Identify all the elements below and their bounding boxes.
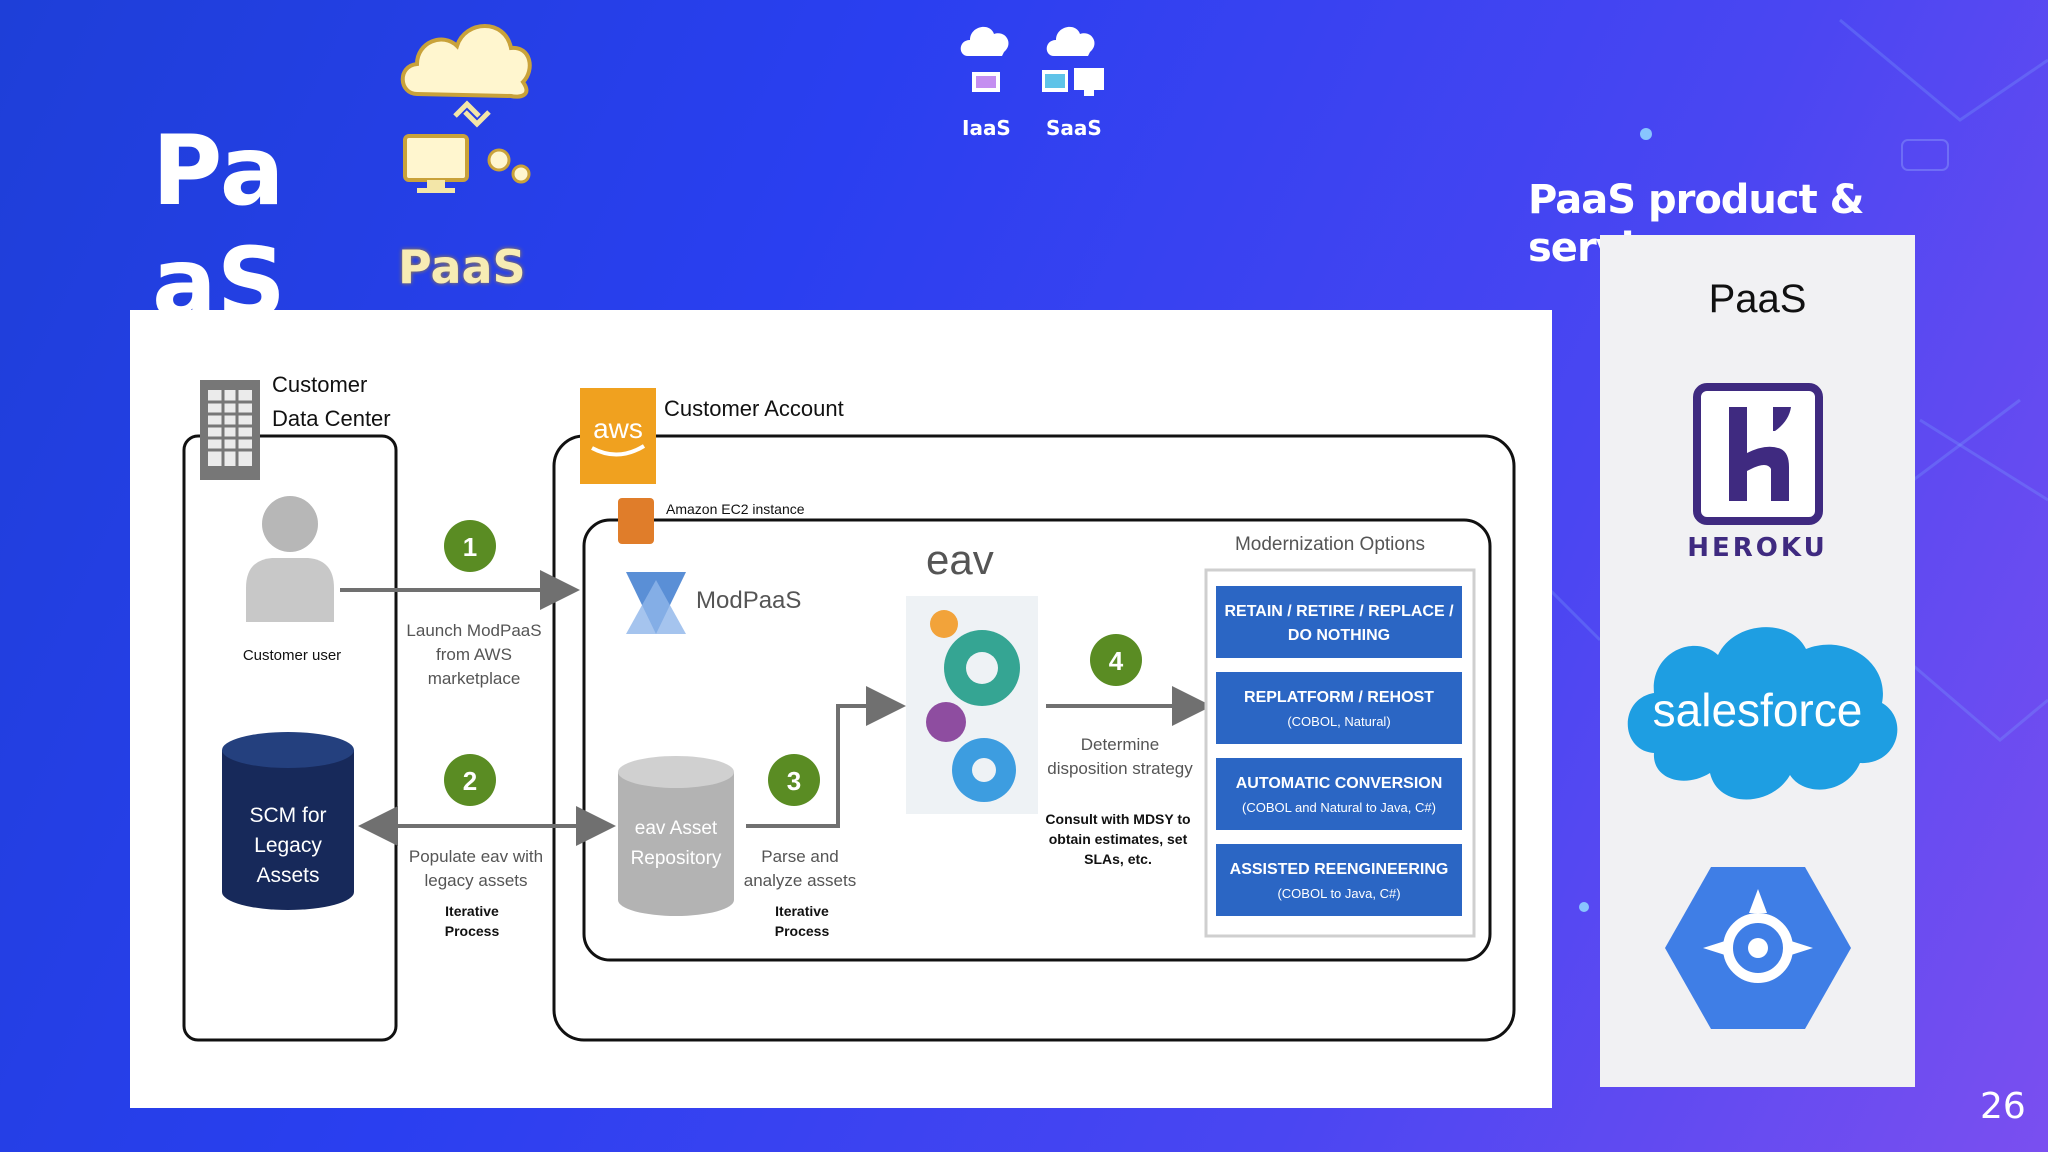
option-3-title: AUTOMATIC CONVERSION (1236, 775, 1443, 792)
step-1-badge (444, 520, 496, 572)
products-panel: PaaS HEROKU salesforce (1600, 235, 1915, 1087)
ec2-icon (618, 498, 654, 544)
diagram-step2: 2 (463, 766, 477, 796)
customer-account-box (552, 434, 1516, 1042)
slide-number: 26 (1980, 1086, 2026, 1127)
ec2-box (582, 518, 1492, 962)
step2-iter1: Iterative (445, 903, 499, 919)
page-title: PaaS (152, 115, 286, 339)
step1-line1: Launch ModPaaS (406, 621, 541, 640)
option-2-subtitle: (COBOL, Natural) (1287, 714, 1390, 729)
repository-icon (618, 756, 734, 916)
step1-line2: from AWS (436, 645, 512, 664)
scm-line-2: Legacy (254, 834, 322, 857)
salesforce-icon (1627, 627, 1898, 800)
customer-account-label: Customer Account (664, 396, 844, 421)
step4-line1: Determine (1081, 735, 1159, 754)
diagram-step1: 1 (463, 532, 477, 562)
gears-icon (487, 148, 531, 184)
step4-line2: disposition strategy (1047, 759, 1193, 778)
customer-dc-title-1: Customer (272, 372, 367, 397)
customer-user-label: Customer user (243, 647, 341, 664)
step2-iter2: Process (445, 923, 500, 939)
step-3-badge (768, 754, 820, 806)
modernization-option-1 (1216, 586, 1462, 658)
repo-line-2: Repository (631, 848, 722, 869)
modernization-title: Modernization Options (1235, 534, 1425, 555)
step4-note3: SLAs, etc. (1084, 851, 1152, 867)
customer-dc-title-2: Data Center (272, 406, 391, 431)
aws-logo-text: aws (593, 413, 643, 444)
products-header: PaaS (1708, 277, 1807, 321)
paas-label: PaaS (398, 240, 526, 294)
step3-iter2: Process (775, 923, 830, 939)
modpaas-label: ModPaaS (696, 587, 801, 614)
step3-line2: analyze assets (744, 871, 856, 890)
step4-note2: obtain estimates, set (1049, 831, 1188, 847)
ec2-label: Amazon EC2 instance (666, 501, 805, 517)
customer-datacenter-box (182, 434, 398, 1042)
option-1-title: RETAIN / RETIRE / REPLACE / (1224, 603, 1454, 620)
diagram-step4: 4 (1109, 646, 1124, 676)
heroku-label: HEROKU (1687, 533, 1828, 563)
step-4-badge (1090, 634, 1142, 686)
architecture-diagram: Customer Data Center Customer user SCM f… (130, 310, 1552, 1108)
modernization-option-3 (1216, 758, 1462, 830)
option-4-title: ASSISTED REENGINEERING (1230, 861, 1449, 878)
cloud-icon (400, 24, 532, 99)
option-4-subtitle: (COBOL to Java, C#) (1277, 886, 1400, 901)
step2-line1: Populate eav with (409, 847, 543, 866)
iaas-label: IaaS (962, 116, 1011, 140)
option-3-subtitle: (COBOL and Natural to Java, C#) (1242, 800, 1436, 815)
saas-label: SaaS (1046, 116, 1102, 140)
aws-icon (580, 388, 656, 484)
database-icon (222, 732, 354, 910)
iaas-icon (960, 26, 1009, 92)
step-2-badge (444, 754, 496, 806)
app-engine-icon (1665, 867, 1851, 1029)
heroku-icon (1693, 383, 1823, 525)
modernization-option-2 (1216, 672, 1462, 744)
gears-graphic-icon (906, 596, 1038, 814)
option-2-title: REPLATFORM / REHOST (1244, 689, 1434, 706)
salesforce-label: salesforce (1652, 684, 1863, 736)
step4-note1: Consult with MDSY to (1045, 811, 1190, 827)
step1-line3: marketplace (428, 669, 521, 688)
scm-line-1: SCM for (249, 804, 326, 827)
step3-iter1: Iterative (775, 903, 829, 919)
repo-line-1: eav Asset (635, 818, 718, 839)
paas-hero-icon (400, 24, 532, 193)
option-1-subtitle: DO NOTHING (1288, 627, 1390, 644)
modernization-option-4 (1216, 844, 1462, 916)
monitor-icon (403, 134, 469, 193)
eav-logo: eav (926, 536, 994, 583)
building-icon (200, 380, 260, 480)
diagram-step3: 3 (787, 766, 801, 796)
scm-line-3: Assets (256, 864, 319, 887)
step2-line2: legacy assets (425, 871, 528, 890)
saas-icon (1042, 26, 1104, 96)
modpaas-icon (626, 572, 686, 634)
user-icon (246, 496, 334, 630)
step3-line1: Parse and (761, 847, 839, 866)
